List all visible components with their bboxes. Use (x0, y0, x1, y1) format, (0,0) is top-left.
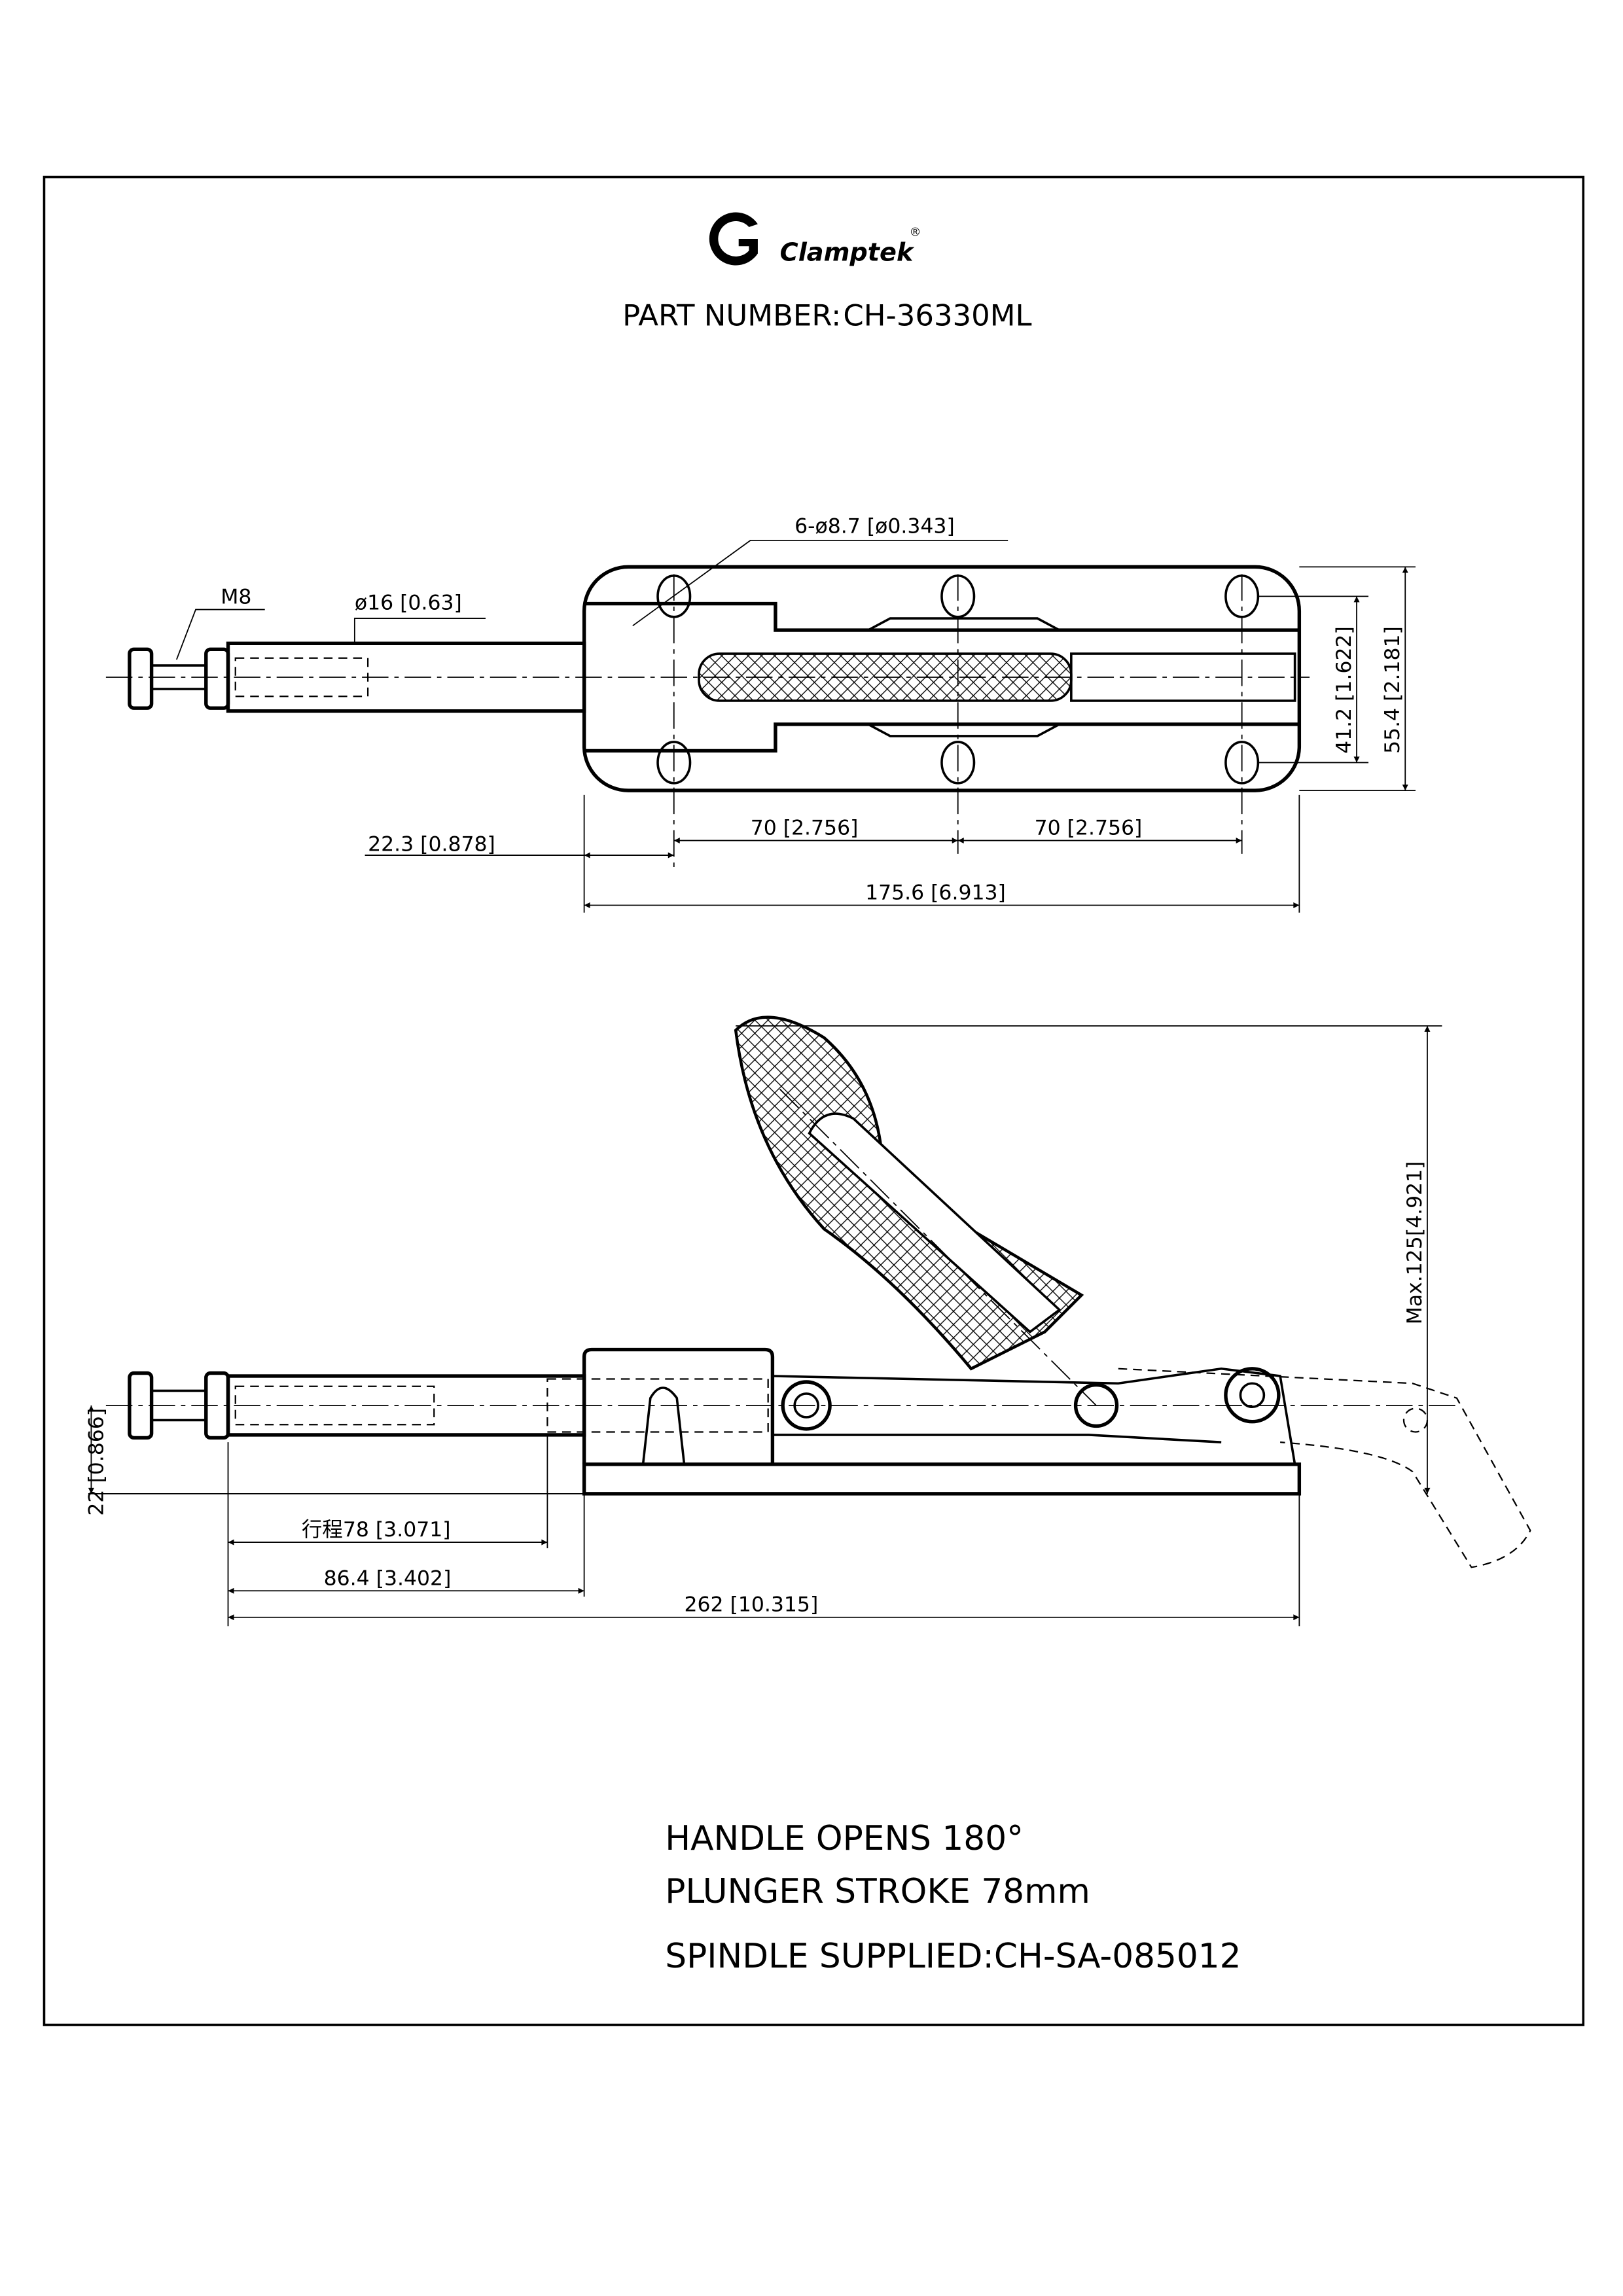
dim-pitch-2: 70 [2.756] (1035, 817, 1143, 840)
dim-stroke: 行程78 [3.071] (302, 1518, 451, 1542)
dim-height-axis: 22 [0.866] (84, 1408, 108, 1516)
side-view: 行程78 [3.071] 86.4 [3.402] 262 [10.315] 2… (84, 1016, 1531, 1627)
thread-label: M8 (221, 586, 251, 609)
note-stroke: PLUNGER STROKE 78mm (665, 1872, 1090, 1911)
holes-callout: 6-ø8.7 [ø0.343] (794, 515, 955, 539)
dim-offset: 22.3 [0.878] (368, 832, 495, 856)
dim-max-height: Max.125[4.921] (1403, 1161, 1427, 1325)
svg-text:Clamptek: Clamptek (780, 239, 915, 268)
drawing-border (43, 175, 1585, 2026)
mounting-holes (656, 574, 1260, 785)
svg-text:®: ® (910, 225, 921, 239)
notes: HANDLE OPENS 180° PLUNGER STROKE 78mm SP… (665, 1819, 1241, 1976)
dim-total: 262 [10.315] (685, 1593, 819, 1617)
note-spindle: SPINDLE SUPPLIED:CH-SA-085012 (665, 1937, 1241, 1976)
part-number-value: CH-36330ML (843, 298, 1031, 333)
clamptek-logo: Clamptek ® (709, 212, 921, 268)
dim-hole-spacing: 41.2 [1.622] (1332, 626, 1356, 754)
note-handle: HANDLE OPENS 180° (665, 1819, 1024, 1858)
top-view: 6-ø8.7 [ø0.343] M8 ø16 [0.63] 22.3 [0.87… (105, 515, 1416, 913)
dim-length: 175.6 [6.913] (865, 881, 1006, 905)
dim-extension: 86.4 [3.402] (324, 1566, 452, 1590)
dim-pitch-1: 70 [2.756] (751, 817, 859, 840)
dim-width: 55.4 [2.181] (1381, 626, 1404, 754)
part-number-label: PART NUMBER: (622, 298, 841, 333)
rod-diameter-label: ø16 [0.63] (355, 592, 462, 615)
